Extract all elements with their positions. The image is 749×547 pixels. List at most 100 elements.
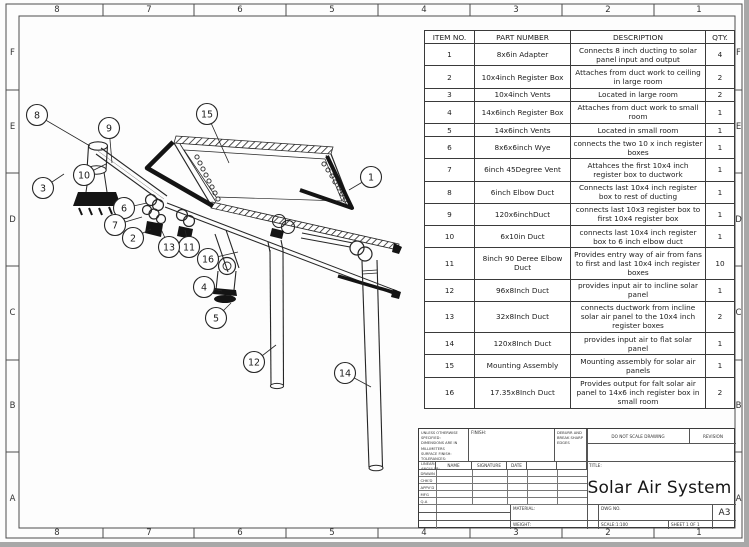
bom-cell-item: 11 [424,247,475,280]
bom-cell-part: 8x6in Adapter [474,43,571,67]
bom-cell-qty: 10 [705,247,735,280]
bom-cell-qty: 1 [705,202,735,227]
sheet-cell: SHEET 1 OF 1 [669,521,713,529]
bom-cell-qty: 1 [705,332,735,356]
zone-label: 7 [146,528,152,538]
zone-label: 6 [237,5,243,15]
title-block: UNLESS OTHERWISE SPECIFIED: DIMENSIONS A… [418,428,736,529]
balloon-12[interactable]: 12 [242,344,277,374]
zone-label: 5 [329,5,335,15]
weight-cell: WEIGHT: [511,521,599,529]
balloon-16[interactable]: 16 [196,247,239,271]
bom-cell-item: 5 [424,123,475,138]
balloon-14[interactable]: 14 [333,361,372,388]
balloon-circle[interactable] [72,163,96,187]
scale-text: SCALE:1:100 [601,522,628,527]
balloon-circle[interactable] [103,213,127,237]
balloon-3[interactable]: 3 [31,173,65,200]
balloon-15[interactable]: 15 [195,102,230,164]
balloon-circle[interactable] [196,247,220,271]
bom-cell-item: 2 [424,65,475,89]
zone-label: E [735,122,742,132]
bom-cell-desc: Provides output for falt solar air panel… [570,376,706,409]
bom-cell-part: 96x8Inch Duct [474,278,571,302]
zone-label: 5 [329,528,335,538]
bom-cell-part: 32x8Inch Duct [474,300,571,334]
balloon-6[interactable]: 6 [112,196,148,220]
balloon-9[interactable]: 9 [97,116,121,164]
zone-label: C [735,308,742,318]
balloon-8[interactable]: 8 [25,103,91,147]
bom-cell-part: 120x8Inch Duct [474,332,571,356]
balloon-circle[interactable] [31,176,55,200]
approval-row-label: Q.A [420,498,428,504]
material-cell: MATERIAL: [511,505,599,521]
balloon-number: 8 [34,110,40,121]
balloon-number: 13 [163,242,175,253]
balloon-5[interactable]: 5 [204,302,232,330]
zone-label: 6 [237,528,243,538]
bom-cell-part: 8x6x6inch Wye [474,136,571,160]
bom-header-desc: DESCRIPTION [570,29,706,45]
empty-row [419,521,511,529]
bom-cell-item: 14 [424,332,475,356]
grid-line [472,470,473,505]
balloon-circle[interactable] [121,226,145,250]
bom-cell-part: 14x6inch Register Box [474,100,571,125]
balloon-circle[interactable] [359,165,383,189]
approval-row-qa: Q.A [419,498,587,505]
balloon-7[interactable]: 7 [103,213,143,237]
bom-cell-part: 17.35x8Inch Duct [474,376,571,409]
balloon-circle[interactable] [97,116,121,140]
balloon-circle[interactable] [195,102,219,126]
balloon-circle[interactable] [333,361,357,385]
balloon-2[interactable]: 2 [121,226,152,250]
name-header: NAME [436,462,472,470]
balloon-4[interactable]: 4 [192,275,223,299]
bom-cell-desc: connects last 10x4 inch register box to … [570,224,706,249]
zone-label: C [9,308,16,318]
balloon-circle[interactable] [204,306,228,330]
balloon-13[interactable]: 13 [157,228,181,259]
bom-header-part: PART NUMBER [474,29,571,45]
scale-cell: SCALE:1:100 [599,521,669,529]
approval-row-label: DRAWN [420,470,435,476]
balloon-11[interactable]: 11 [177,229,201,259]
balloon-circle[interactable] [157,235,181,259]
balloon-circle[interactable] [192,275,216,299]
balloon-circle[interactable] [242,350,266,374]
bom-cell-qty: 1 [705,278,735,302]
balloon-number: 12 [248,357,260,368]
balloon-1[interactable]: 1 [348,165,383,191]
date-header: DATE [507,462,527,470]
grid-line [527,470,528,505]
vertical-duct-12 [267,239,285,390]
balloon-10[interactable]: 10 [72,163,107,187]
zone-label: F [736,48,741,58]
zone-label: B [9,401,16,411]
bom-header-row: ITEM NO. PART NUMBER DESCRIPTION QTY. [424,29,735,45]
bom-cell-qty: 4 [705,43,735,67]
bom-table: ITEM NO. PART NUMBER DESCRIPTION QTY. 1 8… [424,29,735,409]
zone-label: 4 [421,528,427,538]
bom-cell-part: 6inch 45Degree Vent [474,158,571,182]
bom-cell-part: 10x4inch Register Box [474,65,571,89]
drawing-title: Solar Air System [587,478,732,498]
finish-label: FINISH: [471,430,487,435]
bom-header-item: ITEM NO. [424,29,475,45]
bom-cell-desc: Connects last 10x4 inch register box to … [570,180,706,204]
bom-cell-qty: 1 [705,136,735,160]
balloon-circle[interactable] [25,103,49,127]
balloon-circle[interactable] [112,196,136,220]
